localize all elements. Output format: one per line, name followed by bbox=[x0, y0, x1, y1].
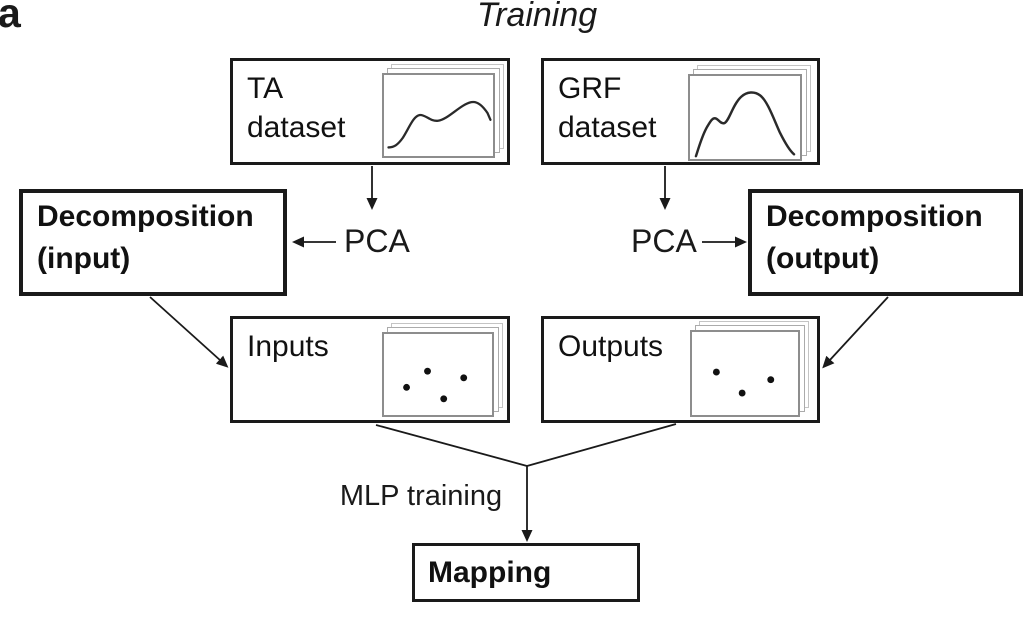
decomposition-output-line2: (output) bbox=[766, 242, 880, 275]
outputs-label: Outputs bbox=[558, 330, 664, 363]
arrow-decomp-output-to-outputs bbox=[822, 296, 889, 369]
decomposition-output-label: Decomposition (output) bbox=[752, 193, 1019, 280]
line-chart-icon bbox=[382, 73, 495, 158]
node-inputs: Inputs bbox=[230, 316, 510, 423]
line-chart-icon bbox=[688, 74, 802, 161]
decomposition-output-line1: Decomposition bbox=[766, 200, 983, 233]
pca-label-left: PCA bbox=[344, 223, 410, 259]
grf-dataset-label-line2: dataset bbox=[558, 111, 657, 144]
node-grf-dataset: GRF dataset bbox=[541, 58, 820, 165]
scatter-plot-icon bbox=[690, 330, 800, 417]
grf-dataset-label-line1: GRF bbox=[558, 72, 622, 105]
ta-dataset-label: TA dataset bbox=[233, 61, 507, 147]
stacked-pages-icon bbox=[688, 65, 811, 161]
inputs-label: Inputs bbox=[247, 330, 329, 363]
mlp-training-label: MLP training bbox=[339, 480, 503, 512]
stacked-pages-icon bbox=[382, 64, 504, 158]
mapping-label: Mapping bbox=[428, 555, 552, 589]
decomposition-input-label: Decomposition (input) bbox=[23, 193, 283, 280]
ta-dataset-label-line1: TA bbox=[247, 72, 284, 105]
node-mapping: Mapping bbox=[412, 543, 640, 602]
decomposition-input-line1: Decomposition bbox=[37, 200, 254, 233]
node-outputs: Outputs bbox=[541, 316, 820, 423]
line-inputs-to-junction bbox=[375, 424, 528, 467]
scatter-plot-icon bbox=[382, 332, 494, 417]
stacked-pages-icon bbox=[382, 323, 503, 417]
line-outputs-to-junction bbox=[526, 423, 677, 467]
ta-dataset-label-line2: dataset bbox=[247, 111, 346, 144]
stacked-pages-icon bbox=[690, 321, 809, 417]
decomposition-input-line2: (input) bbox=[37, 242, 131, 275]
node-decomposition-output: Decomposition (output) bbox=[748, 189, 1023, 296]
diagram-title: Training bbox=[476, 0, 598, 34]
node-ta-dataset: TA dataset bbox=[230, 58, 510, 165]
grf-dataset-label: GRF dataset bbox=[544, 61, 817, 147]
panel-label: a bbox=[0, 0, 21, 36]
node-decomposition-input: Decomposition (input) bbox=[19, 189, 287, 296]
pca-label-right: PCA bbox=[631, 223, 697, 259]
arrow-decomp-input-to-inputs bbox=[149, 296, 229, 368]
